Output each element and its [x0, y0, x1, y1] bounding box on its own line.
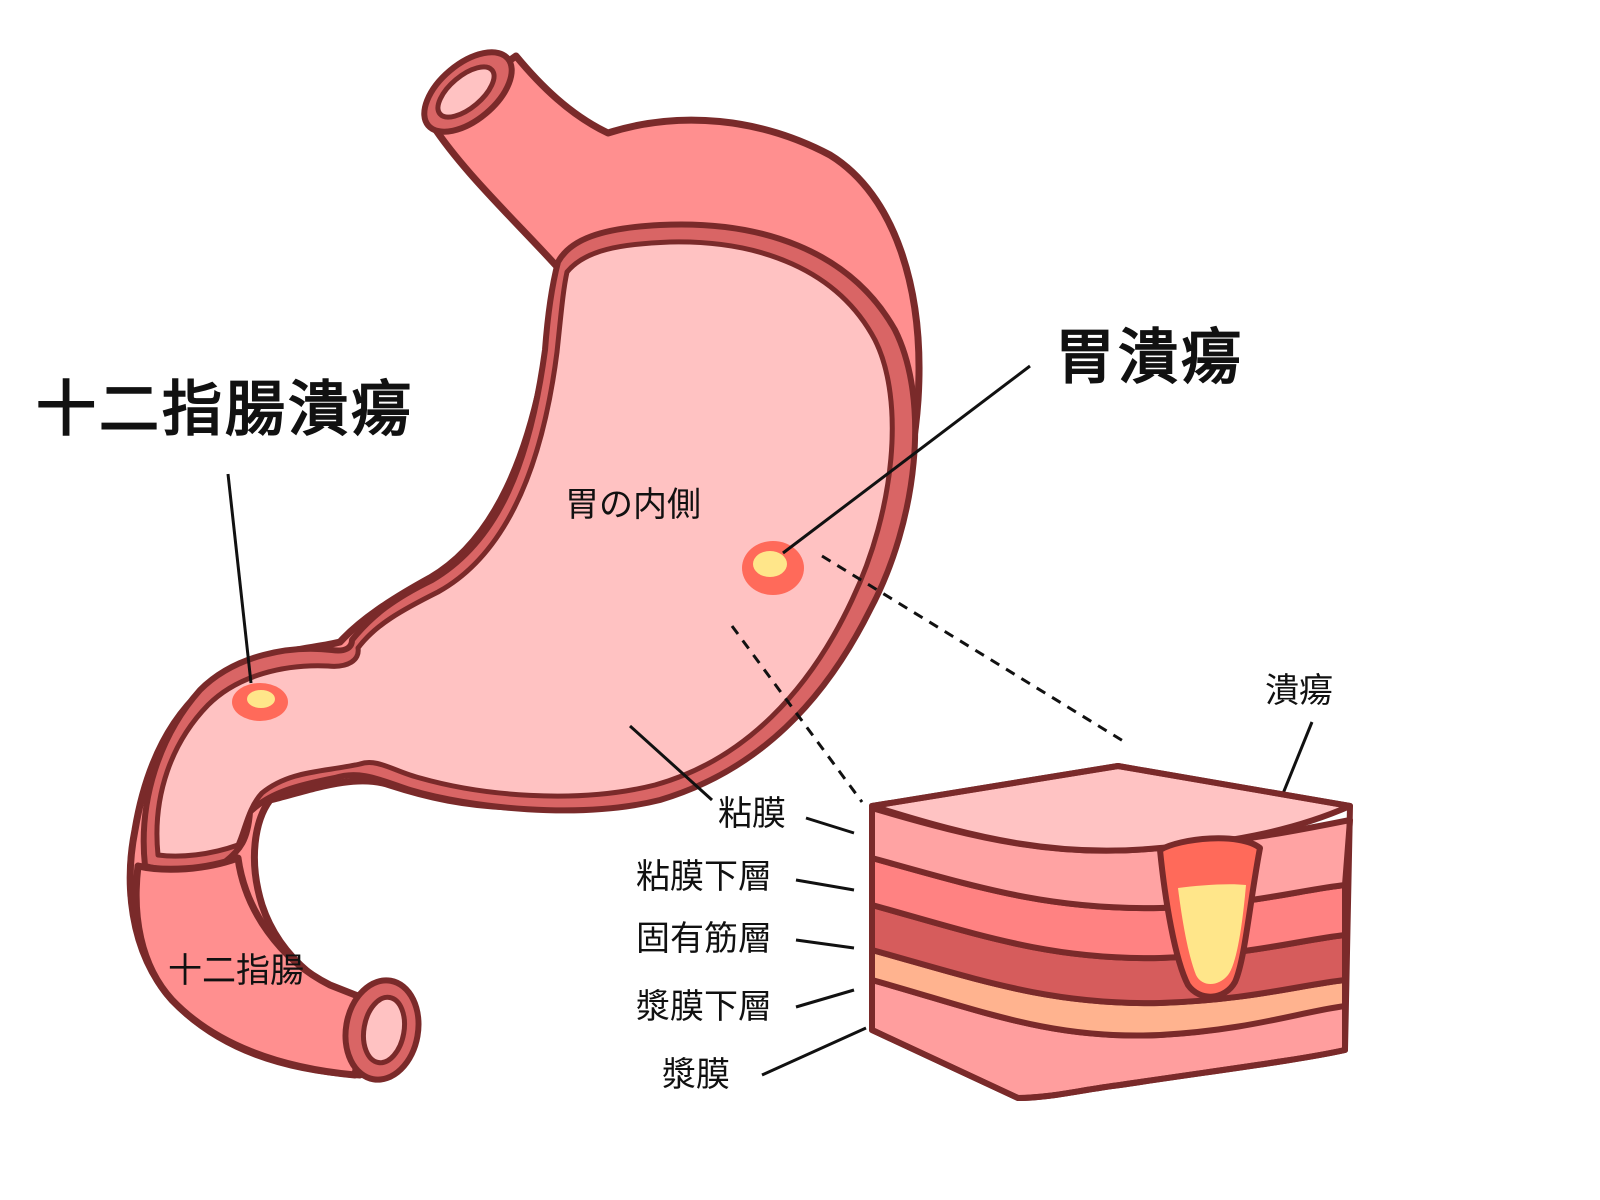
block-outline	[869, 763, 1353, 1101]
serosa-label: 漿膜	[662, 1055, 730, 1095]
serosa-leader	[761, 1026, 867, 1077]
stomach-inner-lining	[154, 239, 895, 859]
tissue-block	[869, 763, 1353, 1101]
leader-lines	[226, 364, 1314, 1077]
esophagus-lumen	[435, 64, 497, 120]
duodenum-label: 十二指腸	[168, 951, 304, 991]
muscularis-leader	[795, 938, 855, 950]
muscularis-label: 固有筋層	[636, 919, 772, 959]
stomach-inside-label: 胃の内側	[565, 485, 701, 525]
zoom-lines	[730, 554, 1129, 803]
ulcer-label: 潰瘍	[1265, 671, 1333, 711]
gastric-ulcer-leader	[782, 364, 1031, 555]
duodenal-ulcer-title: 十二指腸潰瘍	[36, 375, 414, 445]
subserosa-leader	[795, 988, 855, 1009]
duodenal-ulcer-leader	[226, 473, 253, 684]
submucosa-label: 粘膜下層	[636, 857, 772, 897]
gastric-ulcer-spot	[742, 541, 804, 595]
mucosa-leader-a	[628, 724, 714, 802]
duodenum-lumen	[360, 994, 408, 1066]
gastric-ulcer-title: 胃潰瘍	[1055, 323, 1244, 393]
ulcer-core	[1178, 884, 1246, 984]
stomach-illustration	[126, 49, 923, 1083]
duodenal-ulcer-spot	[232, 683, 288, 721]
subserosa-label: 漿膜下層	[636, 987, 772, 1027]
mucosa-leader-b	[805, 816, 855, 835]
submucosa-leader	[795, 878, 855, 892]
duodenum-tube	[132, 854, 372, 1079]
mucosa-label: 粘膜	[718, 794, 786, 834]
